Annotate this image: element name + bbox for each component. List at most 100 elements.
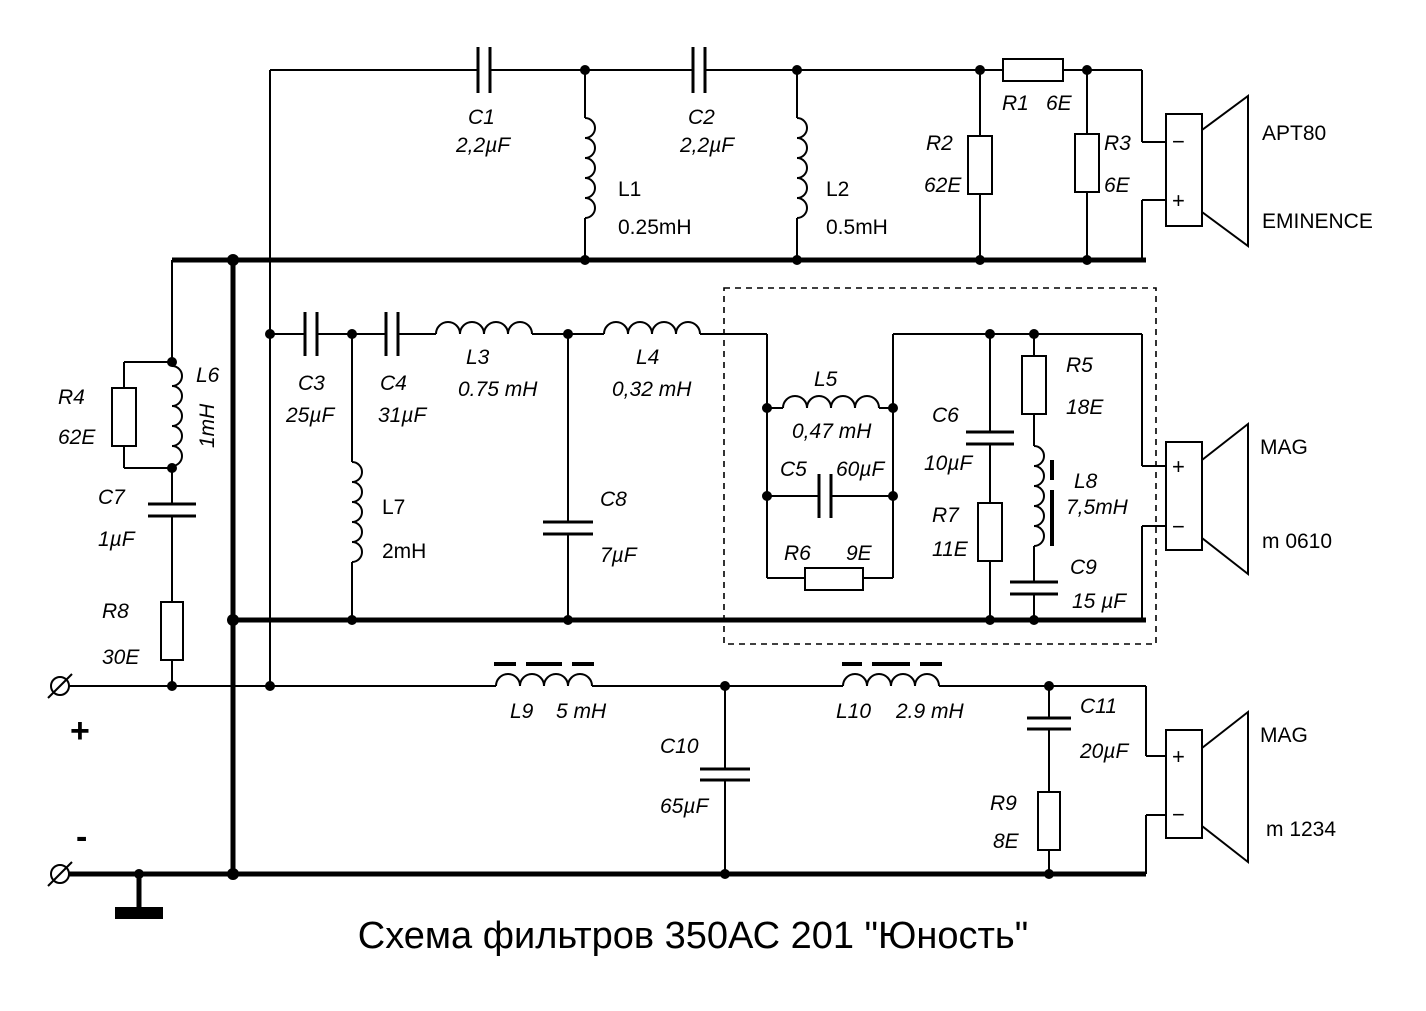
L8-value: 7,5mH <box>1066 496 1129 519</box>
L9-value: 5 mH <box>556 700 607 723</box>
L9-ref: L9 <box>510 700 534 723</box>
R3-ref: R3 <box>1104 132 1131 155</box>
mid-model: m 0610 <box>1262 530 1332 553</box>
tweeter-brand: EMINENCE <box>1262 210 1373 233</box>
R7-value: 11E <box>932 538 969 561</box>
inductor-L7 <box>351 334 363 620</box>
woofer-signal-line <box>172 685 1166 874</box>
C6-value: 10µF <box>924 452 973 475</box>
L4-ref: L4 <box>636 346 659 369</box>
woofer-plus: + <box>1172 744 1185 769</box>
tweeter-top-line <box>490 69 1166 260</box>
C3-ref: C3 <box>298 372 325 395</box>
C1-value: 2,2µF <box>455 134 511 157</box>
resistor-R7 <box>977 502 1003 620</box>
R4-ref: R4 <box>58 386 85 409</box>
mid-minus: − <box>1172 514 1185 539</box>
inductor-L4 <box>603 321 701 335</box>
L10-value: 2.9 mH <box>895 700 965 723</box>
capacitor-C11 <box>1027 686 1071 792</box>
resistor-R1 <box>1002 58 1064 82</box>
R9-ref: R9 <box>990 792 1017 815</box>
L5-value: 0,47 mH <box>792 420 872 443</box>
C5-value: 60µF <box>836 458 885 481</box>
R2-ref: R2 <box>926 132 953 155</box>
inductor-L6 <box>171 365 183 467</box>
L3-ref: L3 <box>466 346 490 369</box>
inductor-L5 <box>767 395 893 409</box>
R4-value: 62E <box>58 426 96 449</box>
C1-ref: C1 <box>468 106 495 129</box>
L1-ref: L1 <box>618 178 641 201</box>
plus-sign: + <box>70 712 90 750</box>
tweeter-minus: − <box>1172 129 1185 154</box>
resistor-R6 <box>804 567 864 591</box>
inductor-L10 <box>842 662 942 687</box>
C11-ref: C11 <box>1080 695 1117 718</box>
resistor-R4 <box>111 387 137 447</box>
resistor-R3 <box>1074 70 1100 260</box>
capacitor-C6 <box>966 334 1014 503</box>
resistor-R2 <box>967 70 993 260</box>
speaker-tweeter <box>1165 94 1249 248</box>
R7-ref: R7 <box>932 504 960 527</box>
R8-value: 30E <box>102 646 140 669</box>
inductor-L3 <box>435 321 533 335</box>
inductor-L2 <box>796 70 808 260</box>
junction-dots <box>134 65 1092 880</box>
mid-network-enclosure <box>723 287 1157 645</box>
C4-value: 31µF <box>378 404 427 427</box>
L2-ref: L2 <box>826 178 849 201</box>
mid-name: MAG <box>1260 436 1308 459</box>
capacitor-C4 <box>384 312 400 356</box>
L5-ref: L5 <box>814 368 838 391</box>
speaker-woofer <box>1165 709 1249 865</box>
capacitor-C2 <box>691 47 707 93</box>
C9-ref: C9 <box>1070 556 1097 579</box>
input-terminal-plus <box>47 673 172 699</box>
C7-value: 1µF <box>98 528 136 551</box>
woofer-name: MAG <box>1260 724 1308 747</box>
tweeter-name: APT80 <box>1262 122 1326 145</box>
L7-ref: L7 <box>382 496 405 519</box>
woofer-minus: − <box>1172 802 1185 827</box>
capacitor-C5 <box>767 474 893 518</box>
C11-value: 20µF <box>1079 740 1129 763</box>
C8-ref: C8 <box>600 488 627 511</box>
diagram-title: Схема фильтров 350АС 201 "Юность" <box>358 915 1028 957</box>
C3-value: 25µF <box>285 404 335 427</box>
mid-signal-line <box>270 333 1166 620</box>
R5-value: 18E <box>1066 396 1104 419</box>
speaker-mid <box>1165 421 1249 577</box>
R6-ref: R6 <box>784 542 811 565</box>
C10-ref: C10 <box>660 735 699 758</box>
R6-value: 9E <box>846 542 873 565</box>
R1-value: 6E <box>1046 92 1073 115</box>
L7-value: 2mH <box>382 540 426 563</box>
C8-value: 7µF <box>600 544 638 567</box>
inductor-L9 <box>494 662 594 687</box>
R2-value: 62E <box>924 174 962 197</box>
R9-value: 8E <box>993 830 1020 853</box>
L4-value: 0,32 mH <box>612 378 692 401</box>
resistor-R8 <box>160 601 184 661</box>
woofer-model: m 1234 <box>1266 818 1336 841</box>
R3-value: 6E <box>1104 174 1131 197</box>
C6-ref: C6 <box>932 404 959 427</box>
signal-riser <box>269 69 478 686</box>
C10-value: 65µF <box>660 795 709 818</box>
minus-sign: - <box>76 818 87 856</box>
capacitor-C9 <box>1010 580 1058 620</box>
C2-value: 2,2µF <box>679 134 735 157</box>
capacitor-C8 <box>543 334 593 620</box>
C2-ref: C2 <box>688 106 715 129</box>
C4-ref: C4 <box>380 372 407 395</box>
mid-plus: + <box>1172 454 1185 479</box>
capacitor-C10 <box>700 686 750 874</box>
capacitor-C7 <box>148 502 196 518</box>
L3-value: 0.75 mH <box>458 378 538 401</box>
L1-value: 0.25mH <box>618 216 692 239</box>
C5-ref: C5 <box>780 458 807 481</box>
C7-ref: C7 <box>98 486 126 509</box>
